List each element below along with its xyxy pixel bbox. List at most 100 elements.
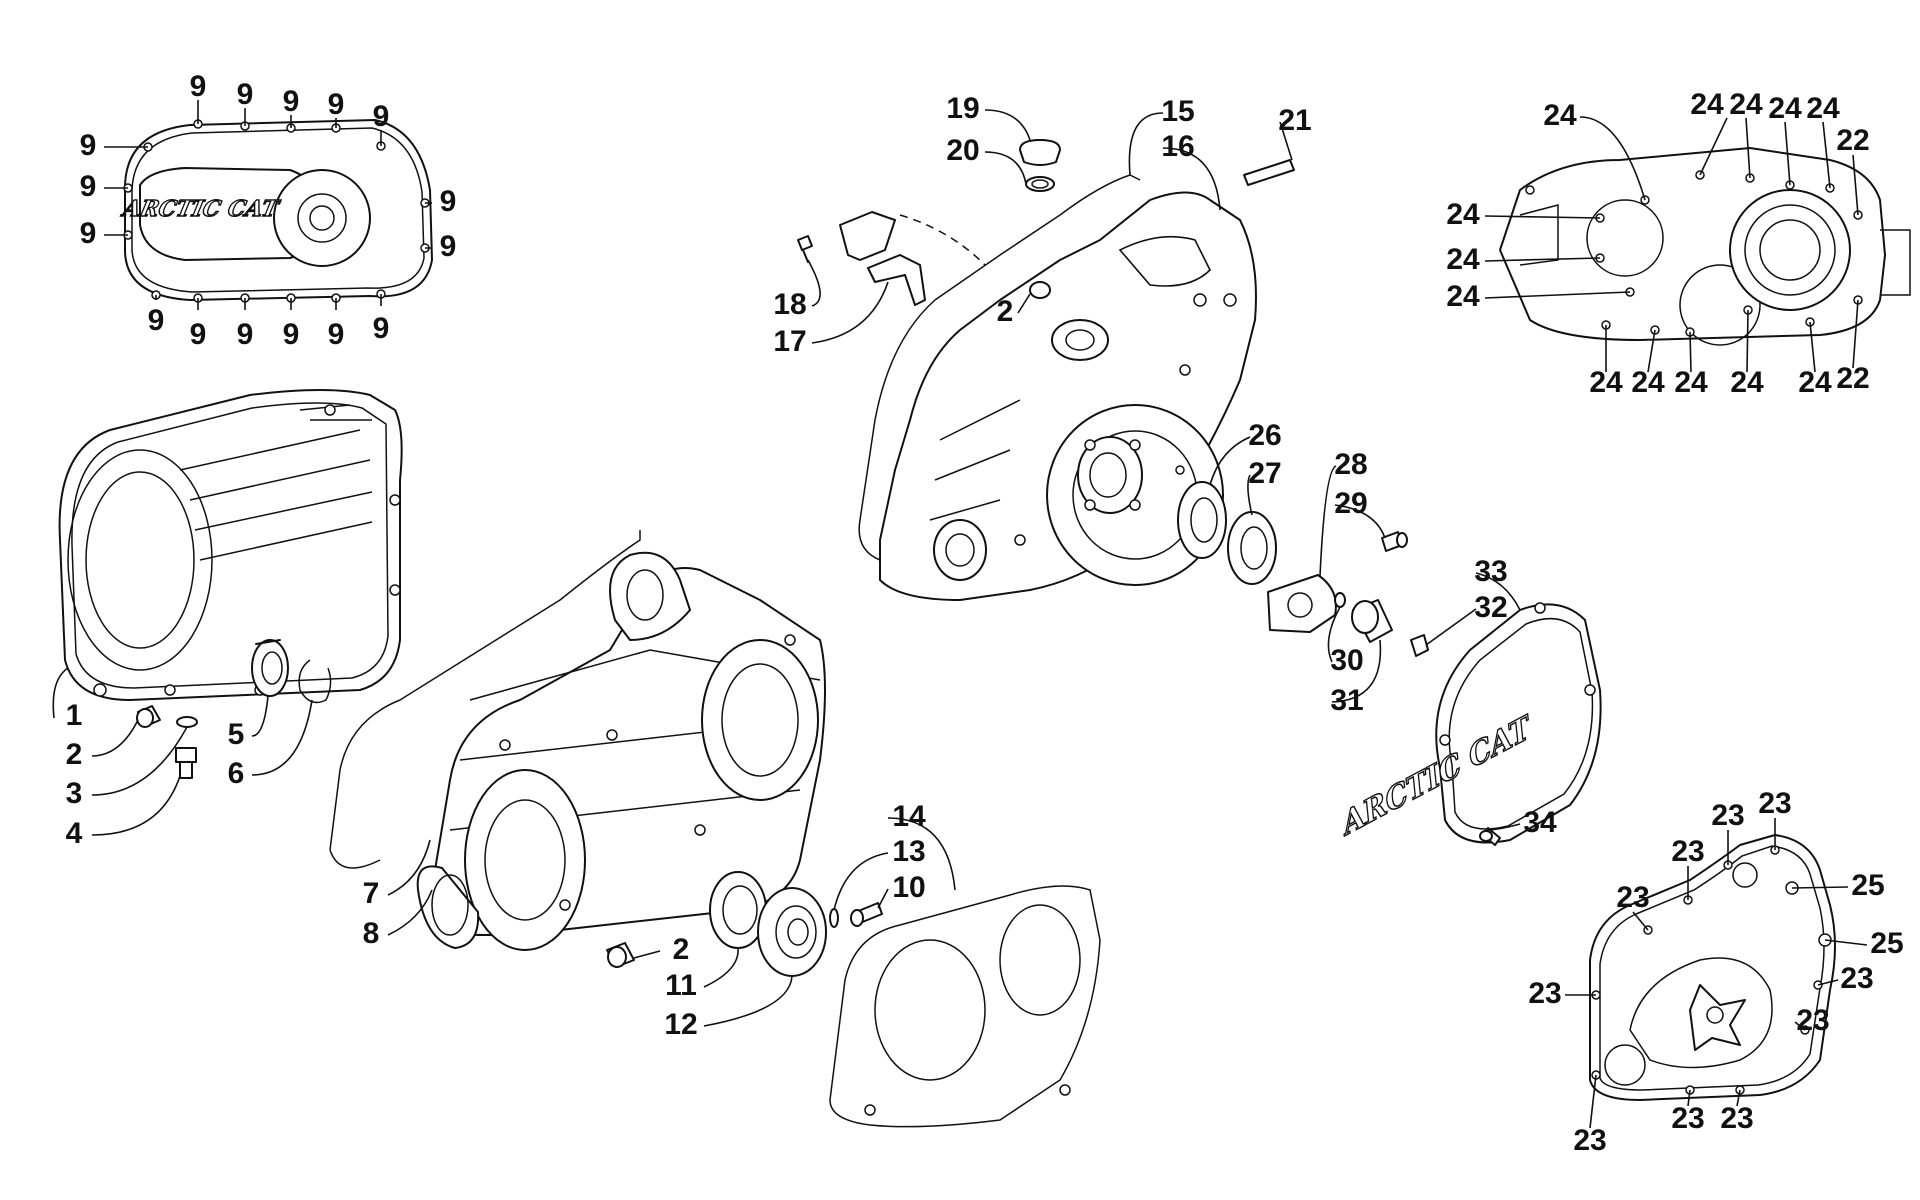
callout-number: 9 <box>283 85 300 118</box>
callout-number: 2 <box>673 933 690 966</box>
callout-number: 9 <box>80 170 97 203</box>
callout-number: 17 <box>773 325 806 358</box>
bearing <box>251 639 289 697</box>
callout-number: 9 <box>440 185 457 218</box>
callout-number: 30 <box>1330 644 1363 677</box>
callout-number: 25 <box>1870 927 1903 960</box>
callout-number: 23 <box>1840 962 1873 995</box>
callout-number: 6 <box>228 757 245 790</box>
callout-number: 9 <box>373 312 390 345</box>
callout-number: 14 <box>892 800 926 833</box>
screw <box>1479 827 1501 846</box>
callout-number: 2 <box>66 738 83 771</box>
oil-seal <box>1227 511 1277 585</box>
callout-number: 8 <box>363 917 380 950</box>
callout-number: 23 <box>1720 1102 1753 1135</box>
callout-number: 20 <box>946 134 979 167</box>
clutch-inner-cover <box>416 551 826 951</box>
callout-number: 32 <box>1474 591 1507 624</box>
housing-gasket <box>858 174 1141 561</box>
spacer-collar <box>1351 599 1393 643</box>
callout-number: 34 <box>1523 806 1557 839</box>
callout-number: 10 <box>892 871 925 904</box>
callout-number: 9 <box>283 318 300 351</box>
callout-number: 3 <box>66 777 83 810</box>
clutch-cover-gasket <box>329 530 641 869</box>
callout-number: 27 <box>1248 457 1281 490</box>
callout-number: 29 <box>1334 487 1367 520</box>
cover-gasket-plate <box>1589 834 1836 1101</box>
callout-number: 23 <box>1616 881 1649 914</box>
washer <box>1334 592 1346 608</box>
callout-number: 24 <box>1806 92 1840 125</box>
callout-number: 24 <box>1446 243 1480 276</box>
callout-number: 23 <box>1796 1004 1829 1037</box>
callout-number: 22 <box>1836 124 1869 157</box>
housing-rear-view <box>1499 147 1911 346</box>
callout-number: 23 <box>1671 835 1704 868</box>
id-plate <box>1243 159 1295 186</box>
callout-number: 18 <box>773 288 806 321</box>
drain-plug <box>175 747 197 779</box>
callout-number: 24 <box>1674 366 1708 399</box>
bearing <box>1177 481 1227 559</box>
callout-number: 28 <box>1334 448 1367 481</box>
callout-number: 2 <box>997 295 1014 328</box>
callout-number: 9 <box>237 78 254 111</box>
callout-number: 9 <box>148 304 165 337</box>
nut <box>1410 634 1429 657</box>
callout-number: 24 <box>1690 88 1724 121</box>
callout-number: 24 <box>1730 366 1764 399</box>
callout-number: 9 <box>80 217 97 250</box>
dowel-pin <box>136 705 161 728</box>
screw <box>850 902 883 927</box>
callout-number: 23 <box>1528 977 1561 1010</box>
callout-number: 24 <box>1589 366 1623 399</box>
o-ring <box>1025 176 1055 192</box>
callout-number: 7 <box>363 877 380 910</box>
leader-lines <box>52 100 1868 1129</box>
callout-number: 9 <box>328 318 345 351</box>
callout-number: 9 <box>328 88 345 121</box>
retainer-plate <box>1267 574 1337 633</box>
callout-number: 9 <box>190 70 207 103</box>
callout-number: 9 <box>440 230 457 263</box>
plug <box>1019 139 1061 166</box>
bearing <box>757 887 827 977</box>
callout-number: 9 <box>190 318 207 351</box>
callout-number: 23 <box>1671 1102 1704 1135</box>
clutch-cover-logo: ARCTIC CAT <box>119 196 282 222</box>
callout-number: 24 <box>1543 99 1577 132</box>
callout-number: 24 <box>1798 366 1832 399</box>
callout-number: 24 <box>1446 280 1480 313</box>
callout-number: 9 <box>237 318 254 351</box>
callout-number: 21 <box>1278 104 1311 137</box>
drain-plug-washer <box>176 716 198 728</box>
dowel-pin <box>606 942 635 968</box>
clutch-cover-inner-view <box>58 389 403 701</box>
callout-number: 23 <box>1711 799 1744 832</box>
clutch-outer-cover: ARCTIC CAT <box>118 119 433 303</box>
callout-number: 23 <box>1573 1124 1606 1157</box>
callout-number: 13 <box>892 835 925 868</box>
callout-number: 24 <box>1446 198 1480 231</box>
callout-number: 25 <box>1851 869 1884 902</box>
callout-number: 24 <box>1631 366 1665 399</box>
callout-number: 33 <box>1474 555 1507 588</box>
callout-number: 23 <box>1758 787 1791 820</box>
screw <box>1381 531 1408 552</box>
callout-number: 9 <box>373 100 390 133</box>
crankcase-housing <box>879 191 1257 601</box>
callout-number: 22 <box>1836 362 1869 395</box>
callout-number: 19 <box>946 92 979 125</box>
sensor-bracket <box>797 211 986 306</box>
callout-number: 15 <box>1161 95 1194 128</box>
dowel-pin <box>1029 281 1051 299</box>
callout-number: 24 <box>1768 92 1802 125</box>
callout-number: 26 <box>1248 419 1281 452</box>
callout-number: 16 <box>1161 130 1194 163</box>
callout-number: 24 <box>1729 88 1763 121</box>
callout-number: 9 <box>80 129 97 162</box>
